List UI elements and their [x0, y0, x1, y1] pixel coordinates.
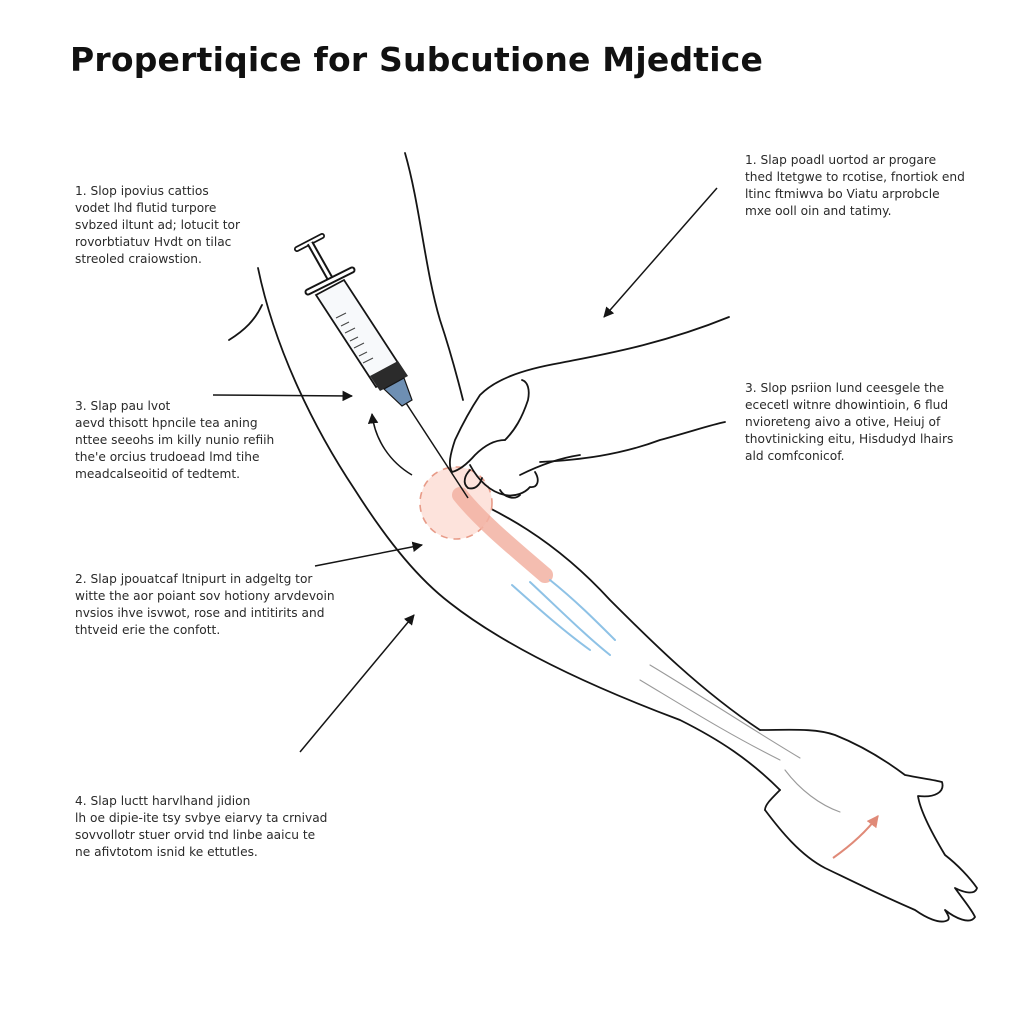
step-line: witte the aor poiant sov hotiony arvdevo… [75, 589, 335, 603]
step-line: rovorbtiatuv Hvdt on tilac [75, 235, 232, 249]
step-line: the'e orcius trudoead lmd tihe [75, 450, 260, 464]
injection-site [419, 466, 553, 583]
step-line: nttee seeohs im killy nunio refiih [75, 433, 275, 447]
step-line: 4. Slap luctt harvlhand jidion [75, 794, 251, 808]
step-note-mid-right: 3. Slop psriion lund ceesgele the ececet… [745, 380, 953, 465]
step-line: 3. Slap pau lvot [75, 399, 171, 413]
arm-outline [228, 152, 978, 923]
step-line: nvioreteng aivo a otive, Heiuj of [745, 415, 941, 429]
arrow-icon [832, 815, 879, 859]
step-line: ne afivtotom isnid ke ettutles. [75, 845, 258, 859]
step-note-mid-left: 3. Slap pau lvot aevd thisott hpncile te… [75, 398, 274, 483]
step-line: lh oe dipie-ite tsy svbye eiarvy ta crni… [75, 811, 328, 825]
step-line: svbzed iltunt ad; lotucit tor [75, 218, 240, 232]
step-line: thtveid erie the confott. [75, 623, 221, 637]
step-note-top-left: 1. Slop ipovius cattios vodet lhd flutid… [75, 183, 240, 268]
step-line: 3. Slop psriion lund ceesgele the [745, 381, 945, 395]
step-line: 1. Slap poadl uortod ar progare [745, 153, 937, 167]
step-line: sovvollotr stuer orvid tnd linbe aaicu t… [75, 828, 316, 842]
vein-lines [511, 579, 616, 656]
step-note-bottom-left: 4. Slap luctt harvlhand jidion lh oe dip… [75, 793, 327, 861]
step-line: thed ltetgwe to rcotise, fnortiok end [745, 170, 965, 184]
step-note-top-right: 1. Slap poadl uortod ar progare thed lte… [745, 152, 965, 220]
step-note-lower-left: 2. Slap jpouatcaf ltnipurt in adgeltg to… [75, 571, 335, 639]
step-line: vodet lhd flutid turpore [75, 201, 217, 215]
syringe-icon [294, 233, 469, 499]
wrist-lines [639, 664, 841, 813]
step-line: ececetl witnre dhowintioin, 6 flud [745, 398, 949, 412]
arrow-icon [212, 187, 718, 753]
step-line: 2. Slap jpouatcaf ltnipurt in adgeltg to… [75, 572, 313, 586]
step-line: 1. Slop ipovius cattios [75, 184, 209, 198]
step-line: ald comfconicof. [745, 449, 845, 463]
step-line: thovtinicking eitu, Hisdudyd lhairs [745, 432, 954, 446]
step-line: ltinc ftmiwva bo Viatu arprobcle [745, 187, 940, 201]
step-line: nvsios ihve isvwot, rose and intitirits … [75, 606, 325, 620]
page-title: Propertiqice for Subcutione Mjedtice [70, 40, 764, 79]
pinching-hand [448, 316, 730, 499]
step-line: meadcalseoitid of tedtemt. [75, 467, 241, 481]
step-line: aevd thisott hpncile tea aning [75, 416, 258, 430]
step-line: mxe ooll oin and tatimy. [745, 204, 892, 218]
step-line: streoled craiowstion. [75, 252, 202, 266]
